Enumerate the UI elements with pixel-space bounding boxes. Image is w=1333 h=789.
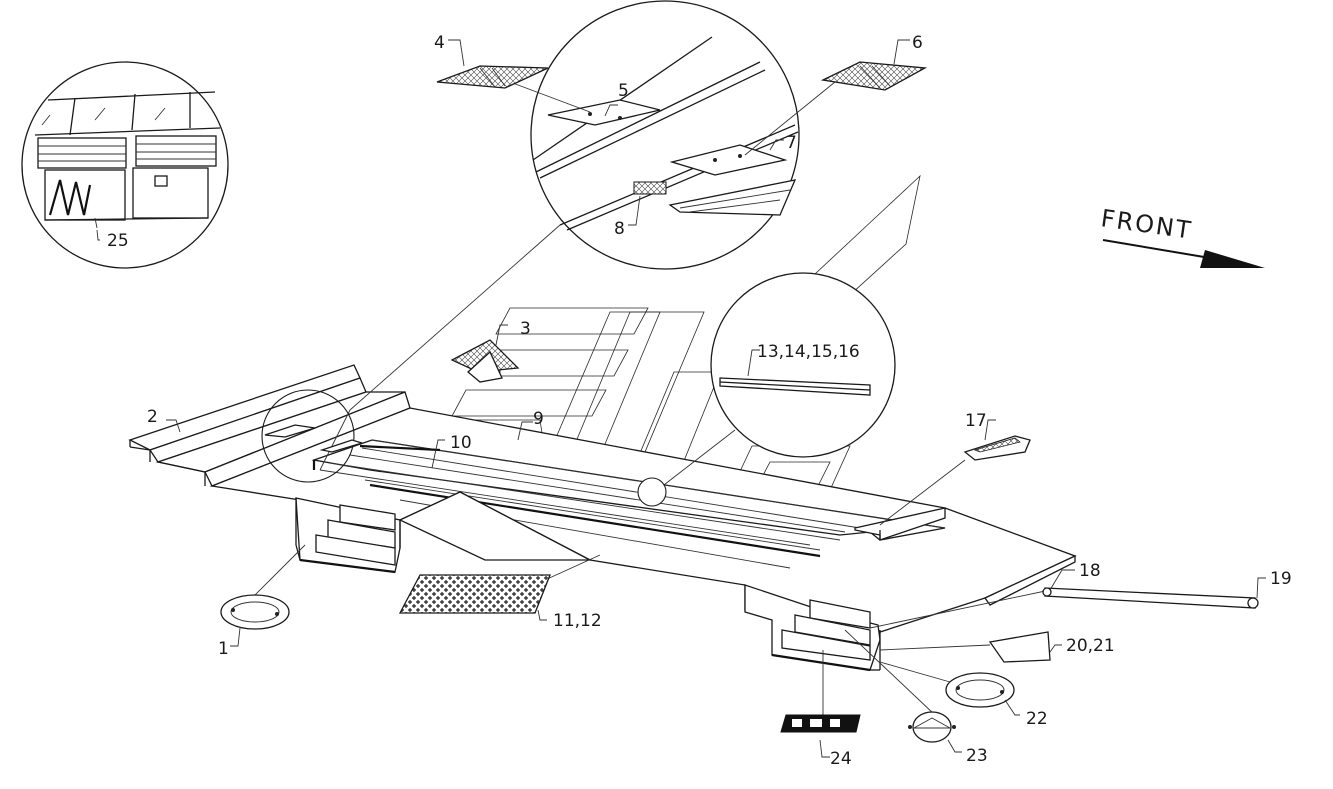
callout-5: 5 bbox=[618, 81, 629, 101]
callout-9: 9 bbox=[533, 409, 544, 429]
callout-20-21: 20,21 bbox=[1066, 636, 1115, 656]
callout-25: 25 bbox=[107, 231, 129, 251]
callout-6: 6 bbox=[912, 33, 923, 53]
part-19-grab-rail bbox=[1042, 587, 1259, 609]
callout-11-12: 11,12 bbox=[553, 611, 602, 631]
part-23-courtesy-light bbox=[908, 711, 956, 743]
callout-22: 22 bbox=[1026, 709, 1048, 729]
part-22-step-light bbox=[945, 672, 1015, 708]
left-detail-marker bbox=[261, 389, 355, 483]
callout-13-16: 13,14,15,16 bbox=[757, 342, 860, 362]
part-6-hatch-cover bbox=[820, 61, 928, 91]
front-arrowhead-icon bbox=[1200, 250, 1265, 268]
part-24-step-nosing bbox=[780, 714, 861, 733]
part-3-roof-vent bbox=[450, 339, 520, 383]
callout-17: 17 bbox=[965, 411, 987, 431]
front-direction-indicator: FRONT bbox=[1099, 204, 1265, 268]
detail-circle-trim bbox=[710, 272, 896, 458]
callout-leaders bbox=[96, 39, 1266, 758]
callout-3: 3 bbox=[520, 319, 531, 339]
part-11-12-floor-mat bbox=[398, 574, 551, 614]
callout-24: 24 bbox=[830, 749, 852, 769]
front-label: FRONT bbox=[1099, 204, 1194, 245]
callout-7: 7 bbox=[786, 133, 797, 153]
floor-assembly bbox=[128, 364, 1077, 672]
callout-10: 10 bbox=[450, 433, 472, 453]
callout-18: 18 bbox=[1079, 561, 1101, 581]
callout-labels: 1 2 3 4 5 6 7 8 9 10 11,12 13,14,15,16 1… bbox=[107, 33, 1292, 769]
leader-lines bbox=[249, 224, 1051, 716]
callout-1: 1 bbox=[218, 639, 229, 659]
callout-2: 2 bbox=[147, 407, 158, 427]
aisle-detail-marker bbox=[637, 477, 667, 507]
part-4-hatch-cover bbox=[436, 65, 549, 89]
detail-circle-interior bbox=[21, 61, 229, 269]
detail-circle-hatches bbox=[509, 0, 836, 270]
part-17-end-cap bbox=[963, 435, 1031, 461]
part-20-21-kick-panel bbox=[988, 631, 1051, 663]
callout-23: 23 bbox=[966, 746, 988, 766]
callout-8: 8 bbox=[614, 219, 625, 239]
callout-19: 19 bbox=[1270, 569, 1292, 589]
front-arrow-icon bbox=[1102, 239, 1211, 259]
callout-4: 4 bbox=[434, 33, 445, 53]
part-1-step-light bbox=[220, 594, 290, 630]
